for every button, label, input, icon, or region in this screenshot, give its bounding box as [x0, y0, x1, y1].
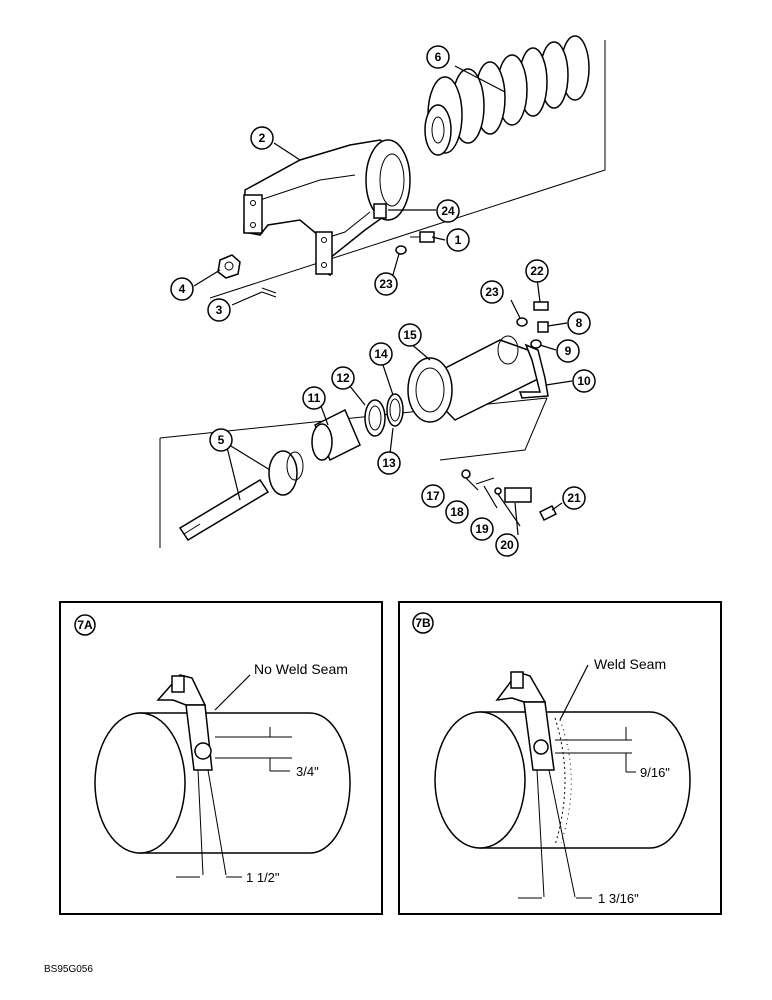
callout-24: 24	[436, 199, 460, 223]
svg-text:11: 11	[308, 391, 321, 405]
svg-text:24: 24	[441, 204, 455, 218]
callout-12: 12	[331, 366, 355, 390]
idler-yoke	[243, 139, 411, 277]
cylinder-end-7a	[94, 712, 186, 854]
svg-text:15: 15	[403, 328, 417, 342]
callout-8: 8	[567, 311, 591, 335]
callout-4: 4	[170, 277, 194, 301]
callout-22: 22	[525, 259, 549, 283]
callout-18: 18	[445, 500, 469, 524]
svg-text:4: 4	[179, 282, 186, 296]
callout-6: 6	[426, 45, 450, 69]
yoke-bolt	[410, 231, 435, 243]
callout-14: 14	[369, 342, 393, 366]
svg-text:1: 1	[455, 233, 462, 247]
callout-19: 19	[470, 517, 494, 541]
vertical-dim-7b: 9/16"	[640, 765, 670, 780]
recoil-spring	[424, 35, 590, 156]
callout-5: 5	[209, 428, 233, 452]
callout-11: 11	[302, 386, 326, 410]
cylinder-end-7b	[434, 711, 526, 849]
svg-text:13: 13	[382, 456, 396, 470]
callout-13: 13	[377, 451, 401, 475]
callout-3: 3	[207, 298, 231, 322]
piston-rod	[178, 450, 304, 542]
svg-text:7B: 7B	[415, 616, 431, 630]
svg-text:17: 17	[426, 489, 440, 503]
detail-tag-7b: 7B	[412, 612, 434, 634]
svg-text:23: 23	[485, 285, 499, 299]
svg-text:6: 6	[435, 50, 442, 64]
detail-panel-7a: 7A No Weld Seam 3/4" 1 1/2"	[59, 601, 383, 915]
vertical-dim-7a: 3/4"	[296, 764, 319, 779]
svg-text:20: 20	[500, 538, 514, 552]
svg-text:18: 18	[450, 505, 464, 519]
detail-tag-7a: 7A	[74, 614, 96, 636]
callout-15: 15	[398, 323, 422, 347]
callout-17: 17	[421, 484, 445, 508]
yoke-nut	[395, 245, 407, 255]
detail-panel-7b: 7B Weld Seam 9/16" 1 3/16"	[398, 601, 722, 915]
seam-label-7a: No Weld Seam	[254, 661, 348, 677]
svg-text:22: 22	[530, 264, 544, 278]
horizontal-dim-7a: 1 1/2"	[246, 870, 280, 885]
piston-seals	[364, 393, 404, 437]
svg-text:10: 10	[577, 374, 591, 388]
recoil-cylinder	[407, 335, 541, 423]
callout-1: 1	[446, 228, 470, 252]
svg-text:3: 3	[216, 303, 223, 317]
horizontal-dim-7b: 1 3/16"	[598, 891, 639, 906]
piston	[311, 408, 361, 462]
seam-label-7b: Weld Seam	[594, 656, 666, 672]
svg-text:12: 12	[336, 371, 350, 385]
svg-text:23: 23	[379, 277, 393, 291]
svg-text:14: 14	[374, 347, 388, 361]
callout-10: 10	[572, 369, 596, 393]
svg-text:7A: 7A	[77, 618, 93, 632]
callout-21: 21	[562, 486, 586, 510]
svg-text:21: 21	[567, 491, 581, 505]
castle-nut	[217, 254, 241, 279]
svg-text:5: 5	[218, 433, 225, 447]
svg-text:19: 19	[475, 522, 489, 536]
figure-code: BS95G056	[44, 964, 93, 975]
callout-20: 20	[495, 533, 519, 557]
bracket-hardware	[516, 301, 549, 349]
callout-2: 2	[250, 126, 274, 150]
callout-23-lower: 23	[480, 280, 504, 304]
leader-lines	[193, 65, 573, 536]
callout-9: 9	[556, 339, 580, 363]
svg-text:9: 9	[565, 344, 572, 358]
svg-text:8: 8	[576, 316, 583, 330]
cotter-pin	[261, 287, 277, 298]
cylinder-bracket	[518, 343, 549, 399]
svg-text:2: 2	[259, 131, 266, 145]
callout-23-upper: 23	[374, 272, 398, 296]
